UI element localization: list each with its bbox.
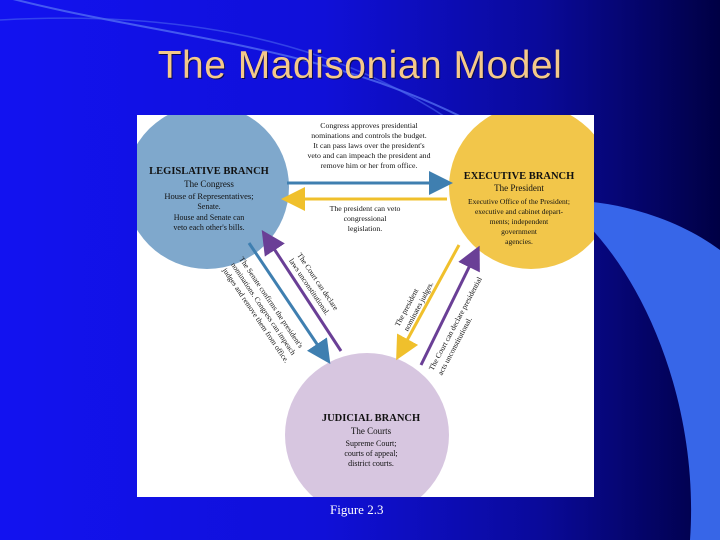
arrow-label-congress-to-president: It can pass laws over the president's [313,141,424,150]
executive-line: ments; independent [490,217,549,226]
executive-line: The President [494,183,544,193]
judicial-circle [285,353,449,497]
judicial-title: JUDICIAL BRANCH [322,413,420,424]
executive-circle [449,115,594,269]
arrow-label-senate-to-court: nominations. Congress can impeach [229,261,298,357]
judicial-line: district courts. [348,459,394,468]
legislative-line: House and Senate can [174,213,244,222]
arrow-label-president-to-congress: The president can veto [330,204,401,213]
executive-line: government [501,227,538,236]
light-blue-swoosh [560,200,720,540]
figure-caption: Figure 2.3 [330,502,384,517]
legislative-line: The Congress [184,179,234,189]
judicial-line: courts of appeal; [344,449,397,458]
arrow-president-to-court [396,244,461,361]
arrow-label-president-to-congress: congressional [344,214,388,223]
judicial-line: Supreme Court; [346,439,397,448]
arrow-label-congress-to-president: veto and can impeach the president and [308,151,431,160]
legislative-circle [137,115,289,269]
arrow-court-to-president [419,245,480,366]
arrow-senate-to-court [247,242,331,364]
madisonian-diagram: LEGISLATIVE BRANCH The Congress House of… [137,115,594,497]
executive-line: agencies. [505,237,533,246]
arrow-label-congress-to-president: nominations and controls the budget. [311,131,426,140]
judicial-line: The Courts [351,426,392,436]
swoosh-arc-line-2 [0,17,451,121]
legislative-line: veto each other's bills. [173,223,244,232]
legislative-line: Senate. [197,202,220,211]
arrow-label-congress-to-president: Congress approves presidential [320,121,418,130]
swoosh-arc-line [12,0,521,151]
executive-title: EXECUTIVE BRANCH [464,171,575,182]
legislative-line: House of Representatives; [164,191,253,201]
arrow-label-president-to-congress: legislation. [348,224,382,233]
arrow-label-congress-to-president: remove him or her from office. [321,161,418,170]
slide-title: The Madisonian Model [157,44,563,87]
executive-line: Executive Office of the President; [468,197,570,206]
executive-line: executive and cabinet depart- [475,207,564,216]
arrow-court-to-congress [261,229,343,352]
legislative-title: LEGISLATIVE BRANCH [149,166,269,177]
